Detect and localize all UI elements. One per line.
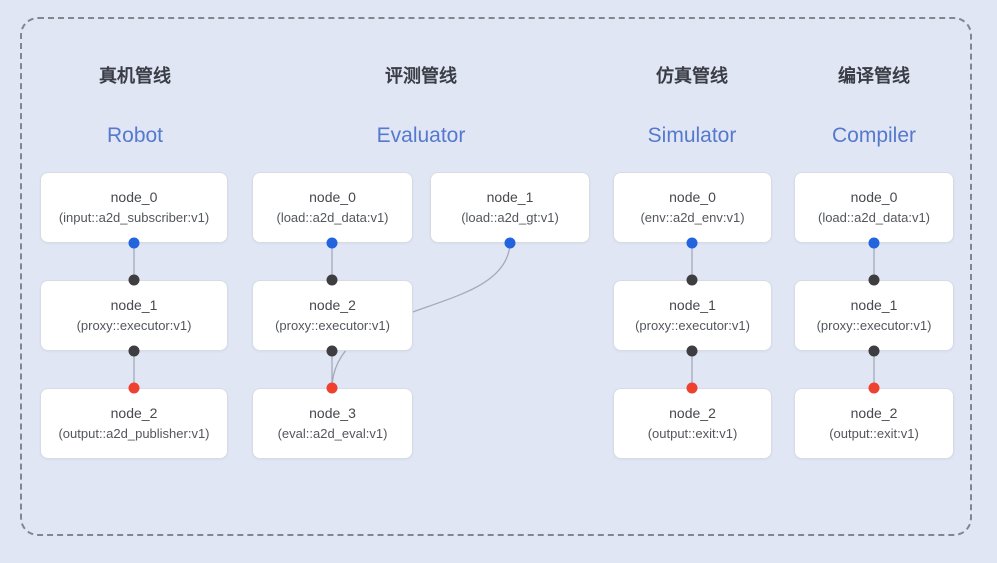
evaluator-node-2-box: node_2 (proxy::executor:v1) <box>252 280 413 351</box>
node-name: node_2 <box>850 405 898 421</box>
node-name: node_0 <box>309 189 356 205</box>
node-name: node_0 <box>850 189 898 205</box>
node-impl: (proxy::executor:v1) <box>816 318 932 333</box>
pipeline-title-zh-evaluator: 评测管线 <box>385 66 457 86</box>
node-name: node_1 <box>669 297 716 313</box>
pipeline-subtitle-compiler: Compiler <box>831 124 917 147</box>
evaluator-node-0-box: node_0 (load::a2d_data:v1) <box>252 172 413 243</box>
pipeline-title-zh-robot: 真机管线 <box>99 66 171 86</box>
node-name: node_2 <box>110 405 158 421</box>
evaluator-node-3-box: node_3 (eval::a2d_eval:v1) <box>252 388 413 459</box>
node-impl: (proxy::executor:v1) <box>275 318 390 333</box>
node-name: node_1 <box>110 297 158 313</box>
pipeline-subtitle-robot: Robot <box>106 124 164 147</box>
node-name: node_2 <box>669 405 716 421</box>
node-name: node_2 <box>309 297 356 313</box>
node-impl: (input::a2d_subscriber:v1) <box>58 210 210 225</box>
node-name: node_0 <box>110 189 158 205</box>
node-name: node_1 <box>486 189 534 205</box>
node-impl: (load::a2d_data:v1) <box>276 210 389 225</box>
dashed-frame <box>20 17 972 536</box>
robot-node-0-box: node_0 (input::a2d_subscriber:v1) <box>40 172 228 243</box>
pipeline-title-zh-simulator: 仿真管线 <box>656 66 728 86</box>
simulator-node-1-box: node_1 (proxy::executor:v1) <box>613 280 772 351</box>
robot-node-1-box: node_1 (proxy::executor:v1) <box>40 280 228 351</box>
node-name: node_0 <box>669 189 716 205</box>
evaluator-node-1-box: node_1 (load::a2d_gt:v1) <box>430 172 590 243</box>
node-impl: (output::a2d_publisher:v1) <box>58 426 210 441</box>
compiler-node-2-box: node_2 (output::exit:v1) <box>794 388 954 459</box>
robot-node-2-box: node_2 (output::a2d_publisher:v1) <box>40 388 228 459</box>
node-impl: (eval::a2d_eval:v1) <box>277 426 388 441</box>
node-impl: (load::a2d_gt:v1) <box>461 210 559 225</box>
node-impl: (output::exit:v1) <box>829 426 919 441</box>
node-name: node_1 <box>850 297 898 313</box>
node-impl: (env::a2d_env:v1) <box>640 210 745 225</box>
node-impl: (proxy::executor:v1) <box>76 318 192 333</box>
simulator-node-0-box: node_0 (env::a2d_env:v1) <box>613 172 772 243</box>
pipeline-title-zh-compiler: 编译管线 <box>838 66 910 86</box>
compiler-node-1-box: node_1 (proxy::executor:v1) <box>794 280 954 351</box>
node-impl: (proxy::executor:v1) <box>635 318 750 333</box>
node-impl: (load::a2d_data:v1) <box>817 210 931 225</box>
node-impl: (output::exit:v1) <box>647 426 738 441</box>
simulator-node-2-box: node_2 (output::exit:v1) <box>613 388 772 459</box>
compiler-node-0-box: node_0 (load::a2d_data:v1) <box>794 172 954 243</box>
pipeline-subtitle-simulator: Simulator <box>647 124 737 147</box>
pipeline-subtitle-evaluator: Evaluator <box>376 124 466 147</box>
node-name: node_3 <box>309 405 356 421</box>
